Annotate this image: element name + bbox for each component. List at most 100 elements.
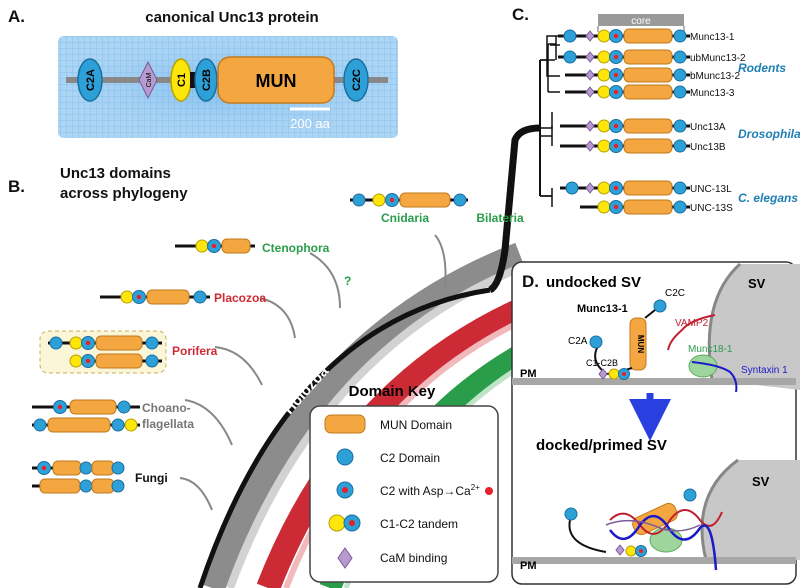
key-c2asp-ca: Ca: [455, 484, 471, 498]
protein-choanoflagellata: [32, 399, 140, 433]
isoform-munc13-1-label: Munc13-1: [690, 32, 735, 43]
panel-c: C. core Munc13-1: [512, 5, 800, 215]
key-mun-label: MUN Domain: [380, 418, 452, 432]
isoform-bmunc13-2-label: bMunc13-2: [690, 71, 740, 82]
mun-label: MUN: [256, 71, 297, 91]
panel-b-title-line1: Unc13 domains: [60, 165, 171, 182]
c2a-domain: [77, 58, 103, 102]
isoform-munc13-3-label: Munc13-3: [690, 88, 735, 99]
isoform-munc13-1: [558, 28, 690, 44]
c2a-label: C2A: [85, 69, 97, 91]
mun-domain-d: [629, 317, 647, 371]
docked-pm-label: PM: [520, 560, 537, 572]
protein-cnidaria: [350, 192, 468, 208]
taxon-choanoflagellata-line1: Choano-: [142, 401, 191, 415]
isoform-unc13b-label: Unc13B: [690, 142, 726, 153]
isoform-unc-13l: [560, 180, 690, 196]
panel-a-label: A.: [8, 7, 25, 26]
snare-helix-purple: [605, 519, 701, 532]
isoform-unc-13s-label: UNC-13S: [690, 203, 733, 214]
main-phylogeny-trunk: [197, 287, 491, 588]
isoform-ubmunc13-2-label: ubMunc13-2: [690, 53, 746, 64]
protein-porifera: [39, 330, 167, 374]
group-c-elegans: C. elegans: [738, 191, 798, 205]
cam-binding-site: [138, 60, 158, 100]
c2c-domain: [343, 58, 369, 102]
syntaxin1-d: [691, 361, 738, 393]
panel-a: A. canonical Unc13 protein C2A CaM C1 C2…: [8, 7, 398, 138]
key-c2asp-core: [342, 487, 348, 493]
docked-sv-title: docked/primed SV: [536, 437, 667, 454]
bilateria-branch: [487, 124, 541, 294]
key-c1c2-core: [349, 520, 355, 526]
holozoa-band: [199, 242, 525, 588]
munc13-1-label-d: Munc13-1: [577, 303, 628, 315]
c2b-label: C2B: [201, 69, 213, 91]
group-drosophila: Drosophila: [738, 127, 800, 141]
domain-key: Domain Key MUN Domain C2 Domain C2 with …: [309, 383, 499, 583]
c2a-domain-d: [589, 335, 603, 349]
unknown-marker: ?: [344, 274, 351, 288]
panel-d: D. undocked SV SV PM Munc13-1 C2C MUN C2…: [511, 261, 800, 585]
isoform-unc13b: [560, 138, 690, 154]
undocked-synaptic-vesicle: [709, 264, 800, 390]
taxon-ctenophora: Ctenophora: [262, 241, 330, 255]
key-c2-label: C2 Domain: [380, 451, 440, 465]
domain-key-box: [309, 405, 499, 583]
c2c-domain-d: [653, 299, 667, 313]
scale-bar-label: 200 aa: [290, 116, 331, 131]
branch-ctenophora: [309, 252, 341, 309]
key-c2asp-label: C2 with Asp→Ca2+: [380, 483, 480, 498]
isoform-bmunc13-2: [565, 67, 690, 83]
c1-c2b-linker: [190, 72, 198, 88]
munc18-1-label-d: Munc18-1: [688, 344, 733, 355]
branch-fungi: [179, 477, 213, 511]
c2c-label-d: C2C: [665, 288, 685, 299]
taxon-porifera: Porifera: [172, 344, 218, 358]
mun-label-d: MUN: [636, 335, 645, 353]
protein-ctenophora: [175, 238, 255, 254]
panel-c-label: C.: [512, 5, 529, 24]
core-label: core: [631, 16, 651, 27]
protein-placozoa: [100, 289, 210, 305]
isoform-munc13-3: [565, 84, 690, 100]
isoform-unc-13l-label: UNC-13L: [690, 184, 732, 195]
panel-d-label: D.: [522, 272, 539, 291]
isoform-unc13a: [560, 118, 690, 134]
taxon-choanoflagellata-line2: flagellata: [142, 417, 194, 431]
undocked-plasma-membrane: [512, 378, 796, 385]
key-c1c2-c1: [328, 514, 346, 532]
c2c-label: C2C: [351, 69, 363, 91]
cam-site-d: [598, 368, 608, 380]
mun-domain: [217, 56, 335, 104]
panel-b-title-line2: across phylogeny: [60, 185, 188, 202]
domain-key-title: Domain Key: [349, 383, 436, 400]
key-cam-swatch: [337, 547, 353, 569]
key-c2asp-text: C2 with Asp: [380, 484, 444, 498]
panel-b-label: B.: [8, 177, 25, 196]
syntaxin1-label-d: Syntaxin 1: [741, 365, 788, 376]
taxon-bilateria: Bilateria: [476, 211, 524, 225]
key-c2-swatch: [336, 448, 354, 466]
docked-plasma-membrane: [512, 557, 796, 564]
key-calcium-dot: [485, 487, 493, 495]
branch-placozoa: [259, 297, 296, 339]
taxon-fungi: Fungi: [135, 471, 168, 485]
key-c1c2-label: C1-C2 tandem: [380, 517, 458, 531]
key-mun-swatch: [324, 414, 366, 434]
vamp2-label-d: VAMP2: [675, 318, 709, 329]
isoform-unc13a-label: Unc13A: [690, 122, 726, 133]
c2b-domain: [194, 58, 218, 102]
branch-choanoflagellata: [184, 399, 233, 446]
docked-sv-label: SV: [752, 474, 770, 489]
core-bracket: [598, 14, 684, 26]
undocked-sv-title: undocked SV: [546, 274, 641, 291]
vamp2-d: [667, 314, 716, 351]
c2a-label-d: C2A: [568, 336, 588, 347]
cam-label: CaM: [146, 72, 153, 87]
branch-cnidaria: [434, 234, 447, 291]
branch-porifera: [214, 346, 263, 386]
panel-a-title: canonical Unc13 protein: [145, 9, 318, 26]
key-cam-label: CaM binding: [380, 551, 447, 565]
